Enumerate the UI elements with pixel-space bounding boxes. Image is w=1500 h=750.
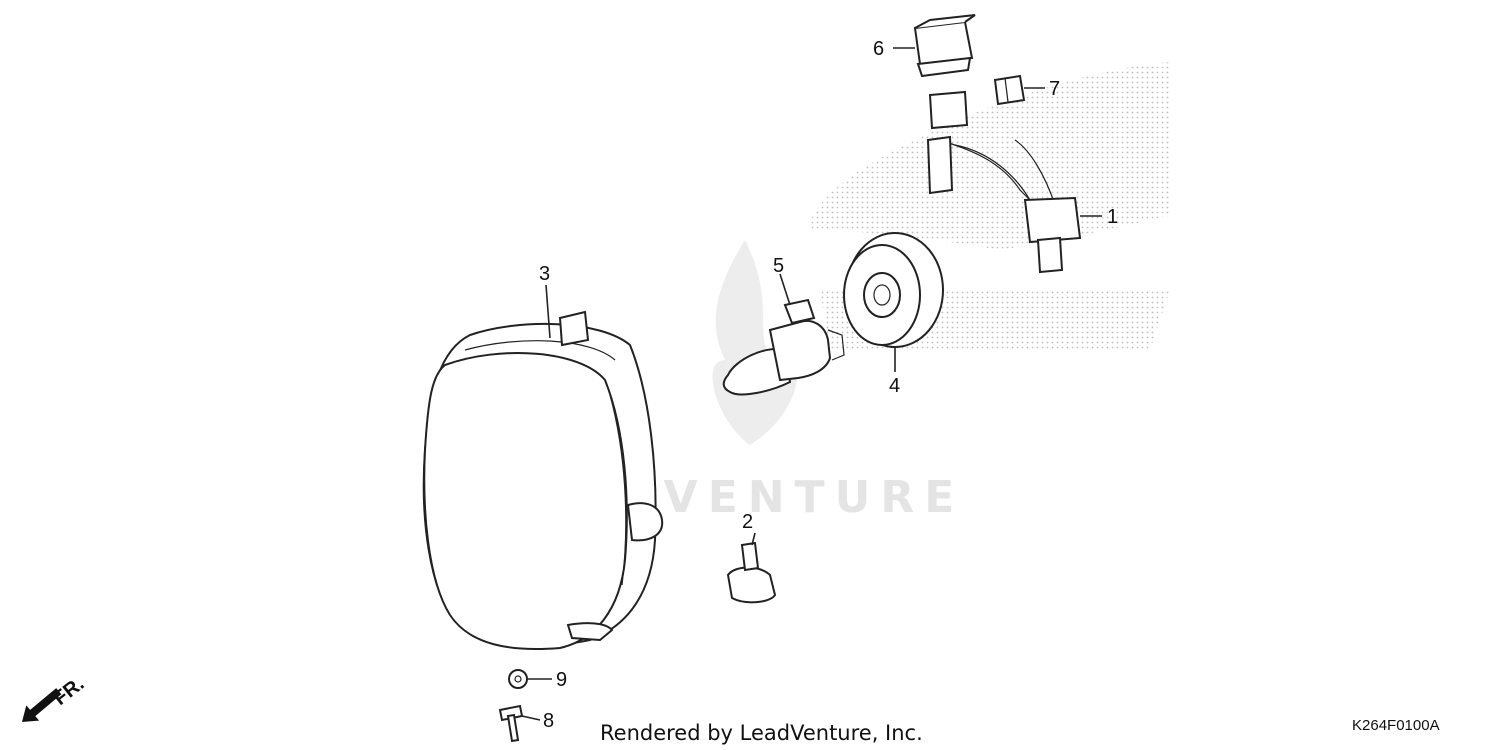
- front-direction-arrow-icon: [22, 688, 62, 722]
- dust-cover[interactable]: [843, 232, 944, 348]
- screw[interactable]: [498, 704, 524, 743]
- callout-5: 5: [773, 255, 784, 277]
- headlight-assembly[interactable]: [422, 310, 664, 651]
- callout-6: 6: [873, 38, 884, 60]
- callout-7: 7: [1049, 78, 1060, 100]
- rendered-by-footer: Rendered by LeadVenture, Inc.: [600, 721, 923, 745]
- callout-8: 8: [543, 710, 554, 732]
- relay[interactable]: [913, 14, 976, 130]
- headlight-socket-harness[interactable]: [926, 135, 1082, 274]
- callout-3: 3: [539, 263, 550, 285]
- connector[interactable]: [993, 74, 1026, 106]
- headlight-bulb[interactable]: [722, 298, 845, 396]
- callout-9: 9: [556, 669, 567, 691]
- callout-2: 2: [742, 511, 753, 533]
- drawing-code: K264F0100A: [1352, 717, 1440, 734]
- washer[interactable]: [508, 669, 528, 689]
- callout-1: 1: [1107, 206, 1118, 228]
- leader-lines: [521, 47, 1102, 721]
- callout-4: 4: [889, 375, 900, 397]
- front-direction-label: FR.: [50, 673, 89, 710]
- grommet[interactable]: [726, 541, 777, 604]
